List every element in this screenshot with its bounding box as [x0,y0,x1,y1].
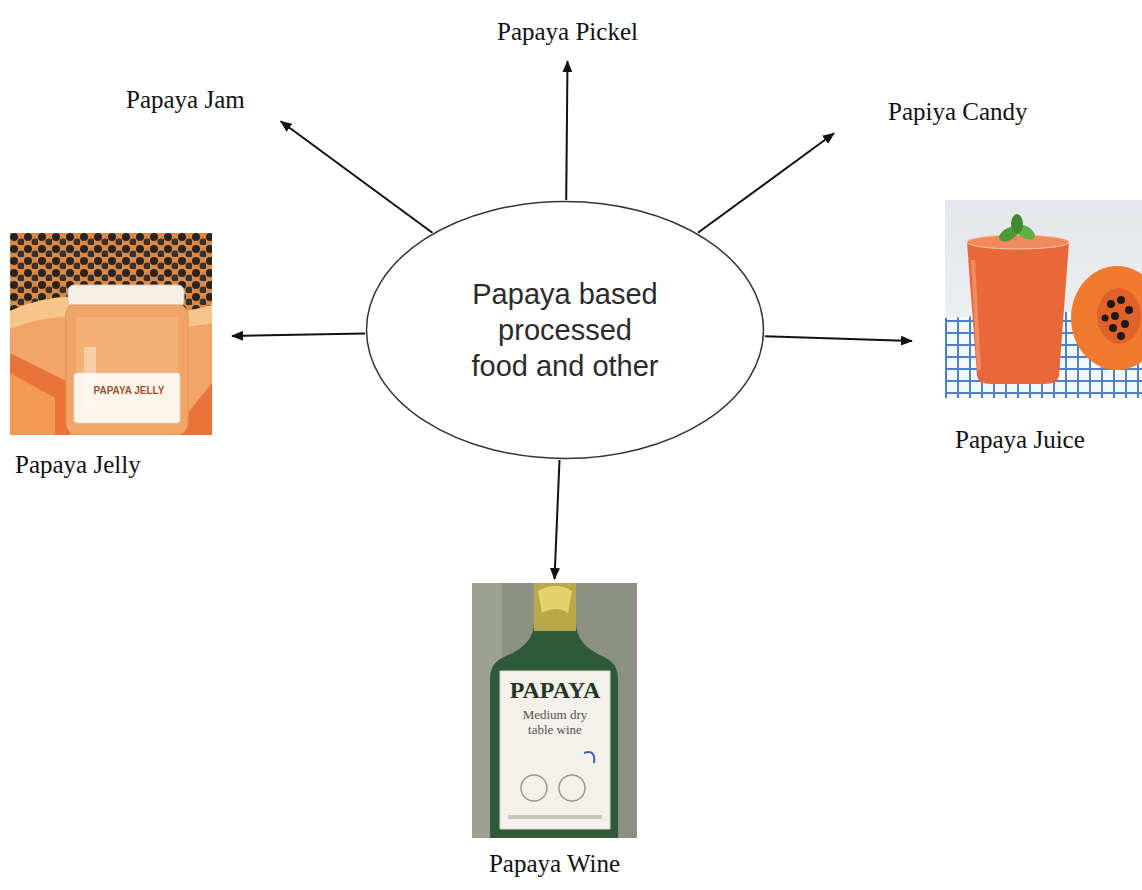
product-name: Papiya Candy [888,96,1028,127]
jelly-photo [10,233,212,435]
photo-caption: Papaya Juice [945,424,1135,455]
juice-photo [945,200,1142,398]
product-label: Papiya Candy [886,94,1030,129]
product-name: Papaya Jam [126,84,245,115]
product-label: Papaya Pickel [495,14,640,49]
photo-caption: Papaya Jelly [10,449,212,480]
arrow-connector [555,460,560,579]
product-photo-card: Papaya Jelly [10,233,212,480]
bottle-label-text: PAPAYA [500,676,610,705]
product-name: Papaya Pickel [497,16,638,47]
arrow-connector [698,133,834,233]
arrow-connector [566,61,567,200]
bottle-label-text: Medium dry table wine [513,708,597,738]
product-photo-card: Papaya Juice [945,200,1135,455]
product-label: Papaya Jam [124,82,247,117]
arrow-connector [765,336,912,341]
center-ellipse: Papaya based processed food and other [365,200,765,460]
photo-caption: Papaya Wine [472,848,637,879]
jar-label-text: PAPAYA JELLY [76,385,182,397]
center-text: Papaya based processed food and other [470,276,660,385]
arrow-connector [281,121,433,232]
arrow-connector [232,334,365,336]
